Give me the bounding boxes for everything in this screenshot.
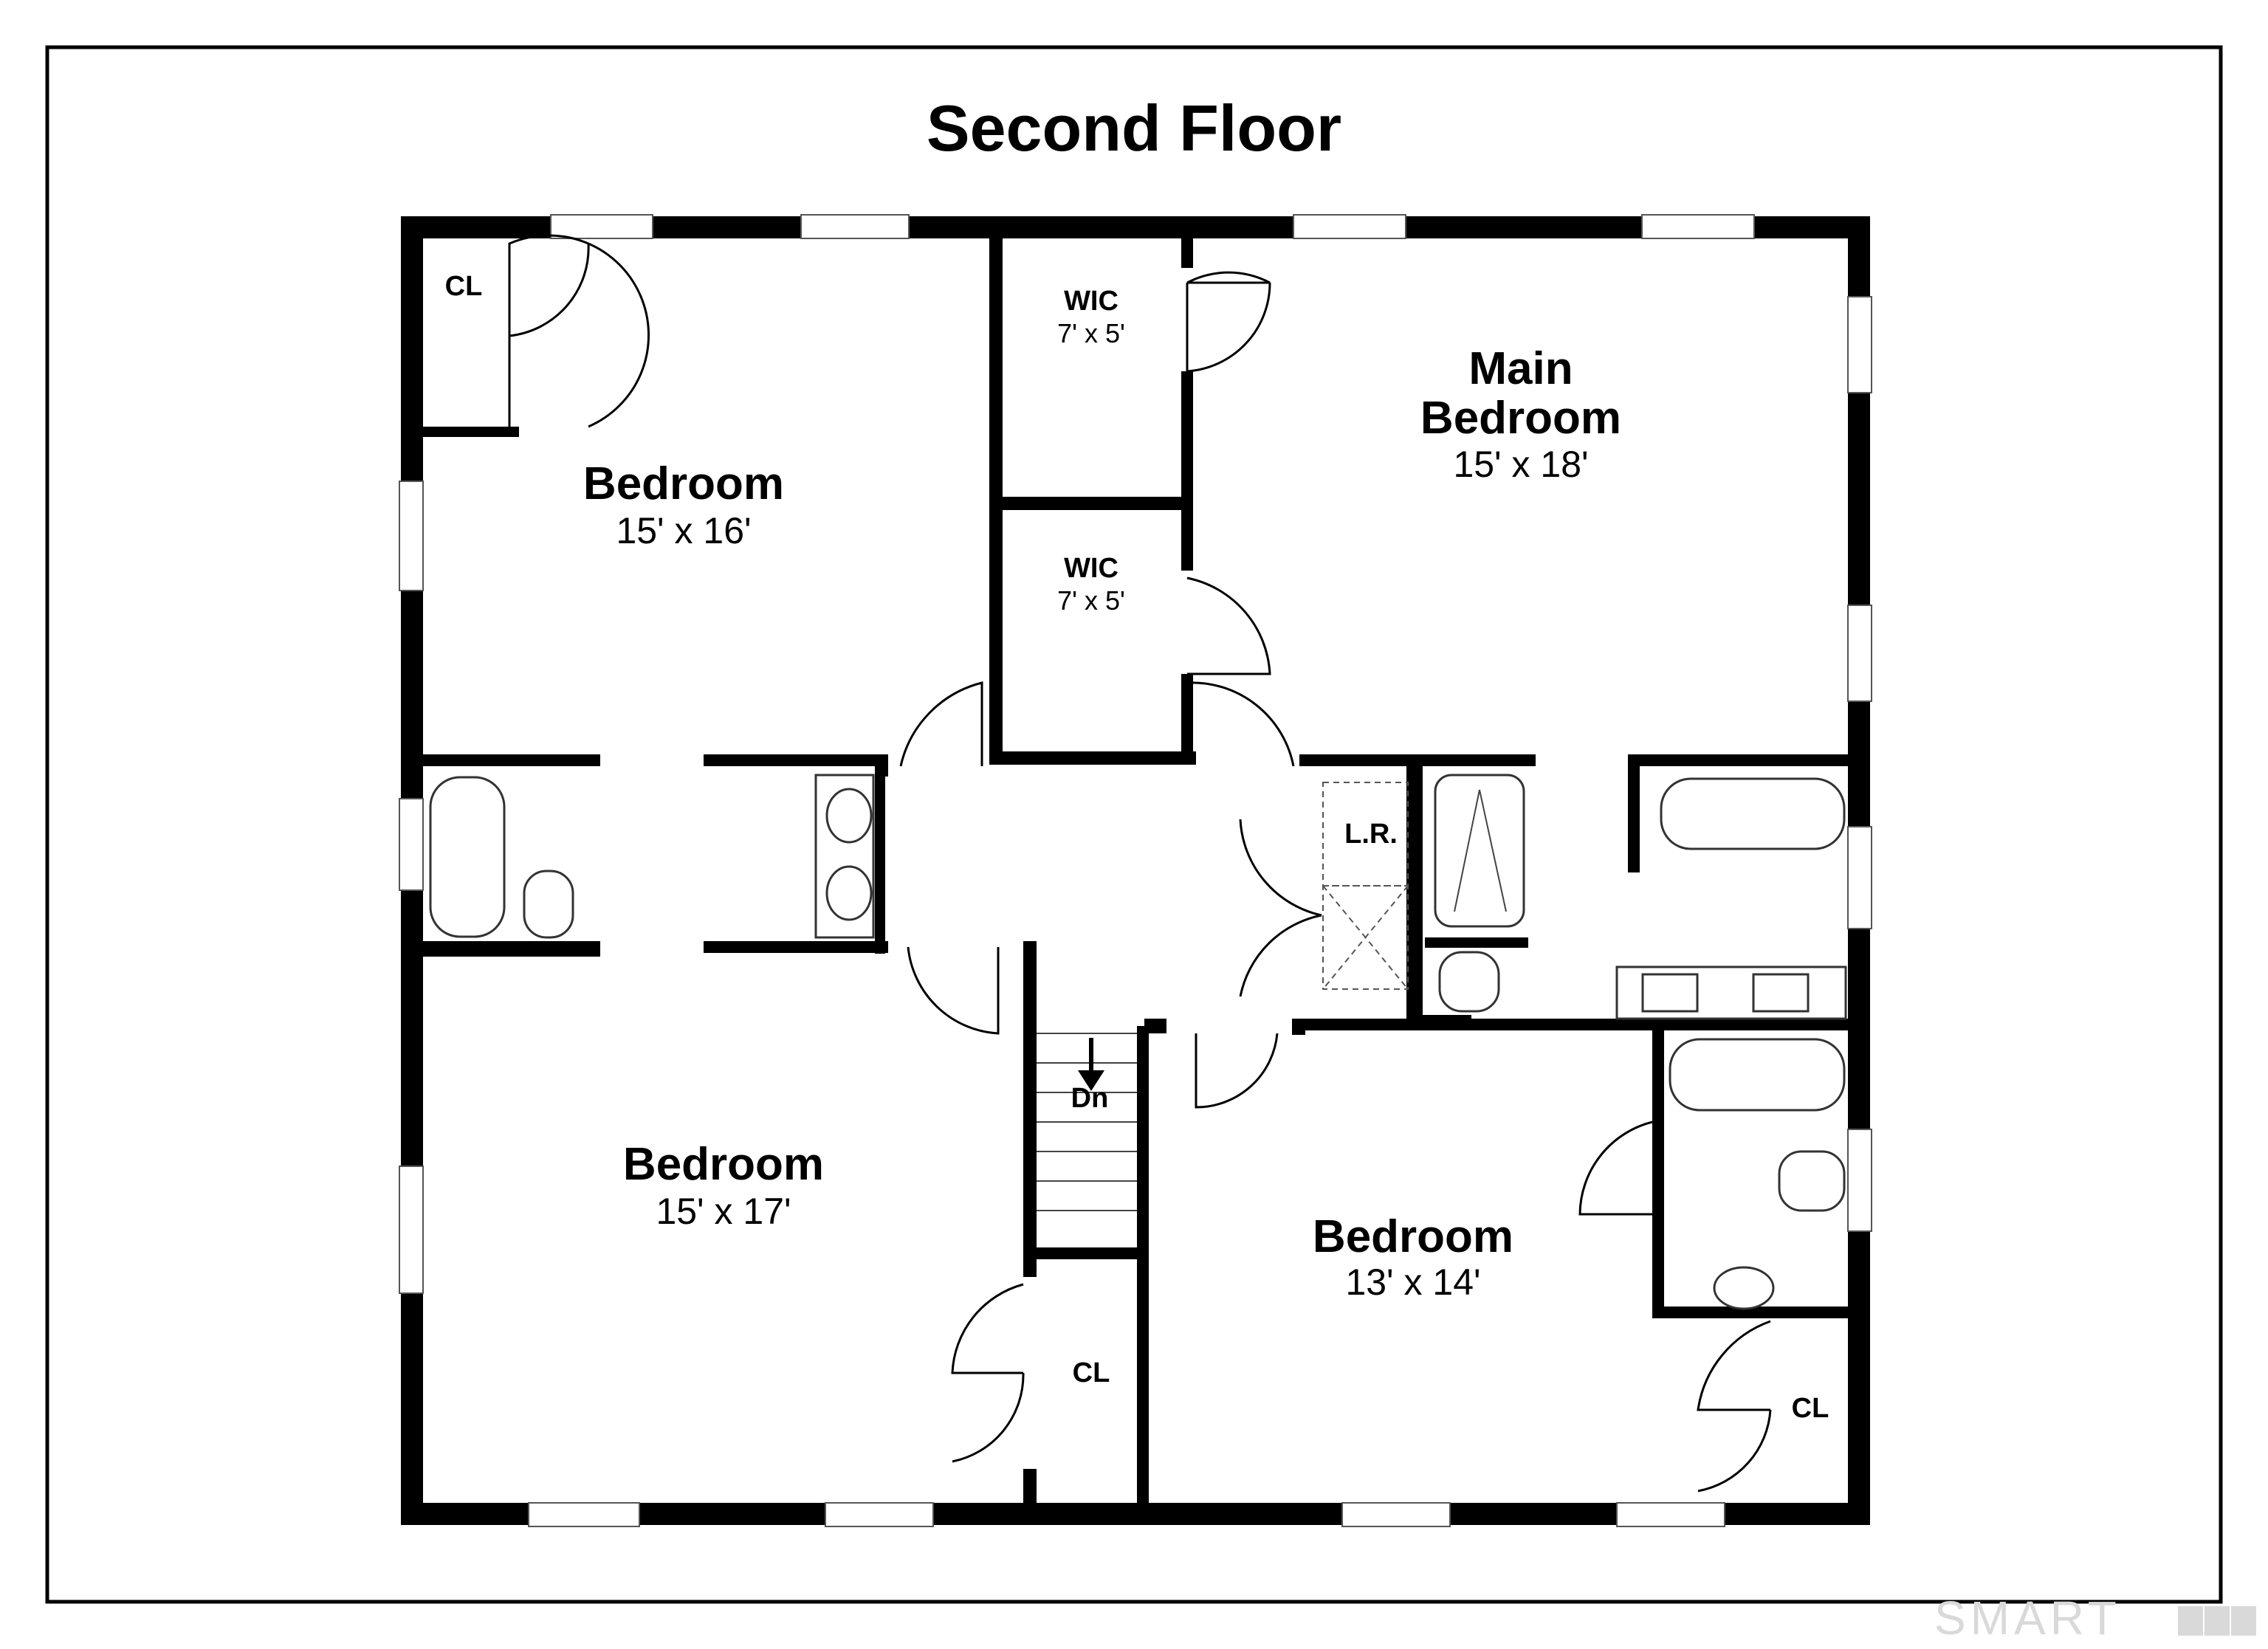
bedroom-nw-size: 15' x 16' xyxy=(616,510,751,551)
page-border xyxy=(45,45,2223,1604)
closet-nw-label: CL xyxy=(445,271,483,302)
laundry-label: L.R. xyxy=(1344,819,1398,850)
wic-upper-name: WIC xyxy=(1064,286,1118,317)
walls xyxy=(401,216,1870,1525)
smart-mls-logo: SMART xyxy=(1934,1591,2256,1645)
closet-se-label: CL xyxy=(1792,1393,1829,1424)
bedroom-nw-name: Bedroom xyxy=(583,458,784,509)
main-bedroom-name-2: Bedroom xyxy=(1420,393,1621,444)
wic-lower-name: WIC xyxy=(1064,553,1118,584)
bedroom-sw-size: 15' x 17' xyxy=(656,1191,791,1232)
logo-brand: SMART xyxy=(1934,1591,2121,1645)
floor-title: Second Floor xyxy=(927,92,1341,165)
bedroom-se-size: 13' x 14' xyxy=(1345,1261,1480,1303)
windows xyxy=(399,214,1872,1527)
bedroom-se-name: Bedroom xyxy=(1313,1211,1513,1262)
main-bedroom-size: 15' x 18' xyxy=(1453,444,1588,485)
wic-upper-size: 7' x 5' xyxy=(1057,318,1125,348)
fixtures xyxy=(429,774,1847,1310)
wic-lower-size: 7' x 5' xyxy=(1057,585,1125,616)
stairs-label: Dn xyxy=(1071,1083,1109,1114)
closet-sw-label: CL xyxy=(1073,1357,1110,1388)
room-labels: CL Bedroom 15' x 16' WIC 7' x 5' WIC 7' … xyxy=(445,271,1829,1424)
main-bedroom-name-1: Main xyxy=(1468,343,1573,394)
doors xyxy=(508,234,1772,1493)
bedroom-sw-name: Bedroom xyxy=(623,1139,824,1190)
